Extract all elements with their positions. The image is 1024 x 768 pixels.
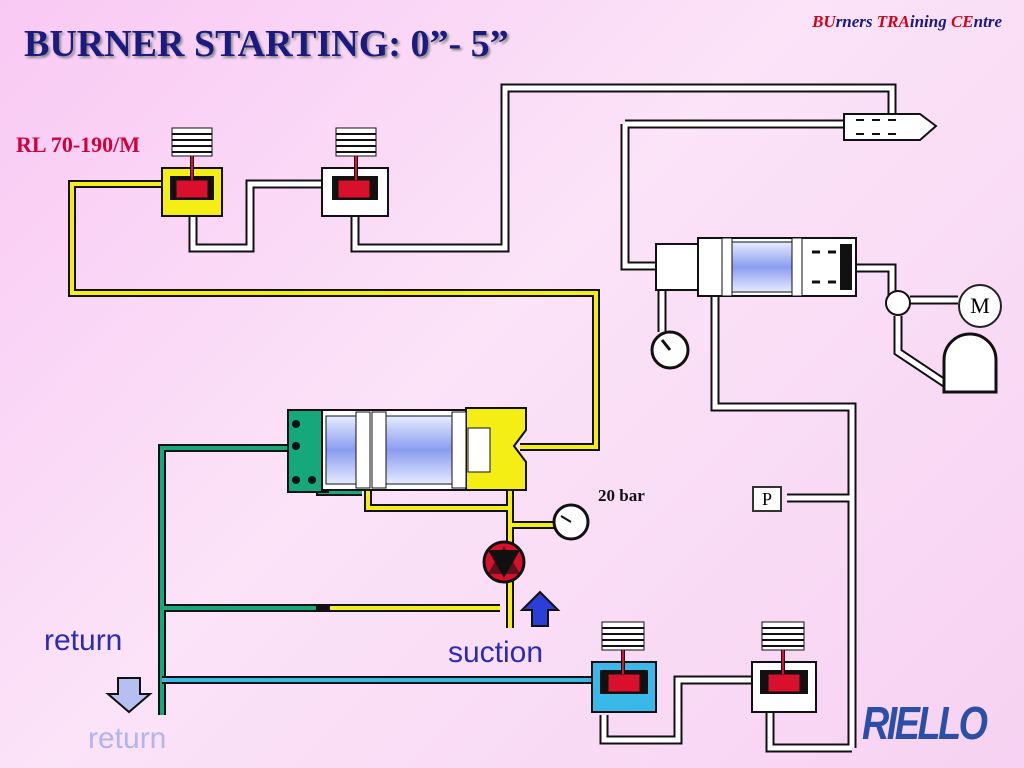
suction-arrow-icon: [519, 590, 561, 627]
main-valve-piston: [287, 407, 527, 493]
air-damper-actuator: [655, 237, 857, 297]
valve-bottom-left: [591, 621, 657, 713]
return-arrow-icon: [105, 677, 153, 714]
riello-logo: RIELLO: [862, 697, 988, 749]
fan-housing: [885, 290, 998, 394]
burner-model-label: RL 70-190/M: [16, 132, 141, 157]
pressure-gauge-actuator: [650, 330, 690, 370]
return-label: return: [44, 624, 123, 657]
pressure-label: 20 bar: [598, 486, 645, 505]
valve-top-right: [321, 127, 389, 217]
nozzle: [843, 113, 938, 141]
oil-pump: [482, 540, 526, 584]
pressure-gauge-pump: [552, 503, 590, 541]
pressure-switch: P: [752, 486, 782, 512]
training-centre-tag: BUrners TRAining CEntre: [812, 12, 1002, 31]
suction-label: suction: [448, 636, 544, 669]
motor: M: [958, 284, 1002, 328]
return-label-faded: return: [88, 722, 167, 755]
valve-bottom-right: [751, 621, 817, 713]
valve-top-left: [161, 127, 223, 217]
slide-title: BURNER STARTING: 0”- 5”: [24, 23, 509, 65]
